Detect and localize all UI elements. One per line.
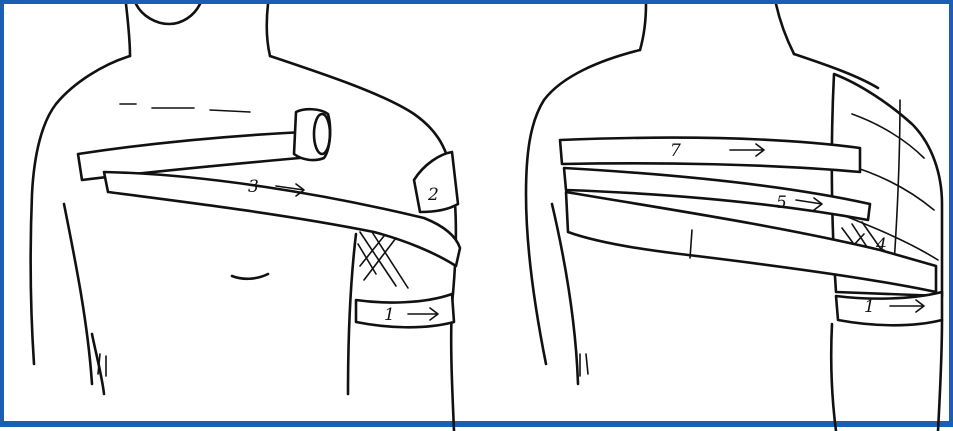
bandage-arm-turn — [356, 294, 454, 327]
right-arm-outer-line — [938, 320, 942, 431]
right-figure-panel: 7 5 4 1 — [480, 4, 953, 431]
label-turn-3: 3 — [248, 177, 259, 197]
label-turn-4: 4 — [875, 235, 887, 255]
left-shoulder-outline — [31, 56, 130, 364]
right-bandage-illustration: 7 5 4 1 — [480, 4, 953, 431]
neck-right-side — [776, 4, 794, 54]
label-turn-5: 5 — [776, 193, 787, 213]
neck-left-side — [640, 4, 646, 50]
chest-line — [120, 104, 250, 112]
right-arm-lower-line — [831, 324, 836, 431]
left-arm-inner-line — [64, 204, 92, 384]
left-arm-cuff — [580, 354, 588, 376]
bandage-chest-turn-7 — [560, 138, 860, 172]
neck-left-side — [126, 4, 130, 56]
neck-right-side — [267, 4, 270, 56]
left-bandage-illustration: 3 2 1 — [4, 4, 480, 431]
label-turn-1: 1 — [864, 297, 875, 317]
label-turn-7: 7 — [670, 141, 681, 161]
left-figure-panel: 3 2 1 — [4, 4, 480, 431]
label-turn-2: 2 — [427, 185, 439, 205]
left-arm-lower-line — [92, 334, 104, 394]
neck-left-outline — [136, 4, 200, 24]
navel-mark — [232, 274, 268, 279]
label-turn-1: 1 — [384, 305, 395, 325]
bandage-arm-turn — [836, 292, 942, 325]
